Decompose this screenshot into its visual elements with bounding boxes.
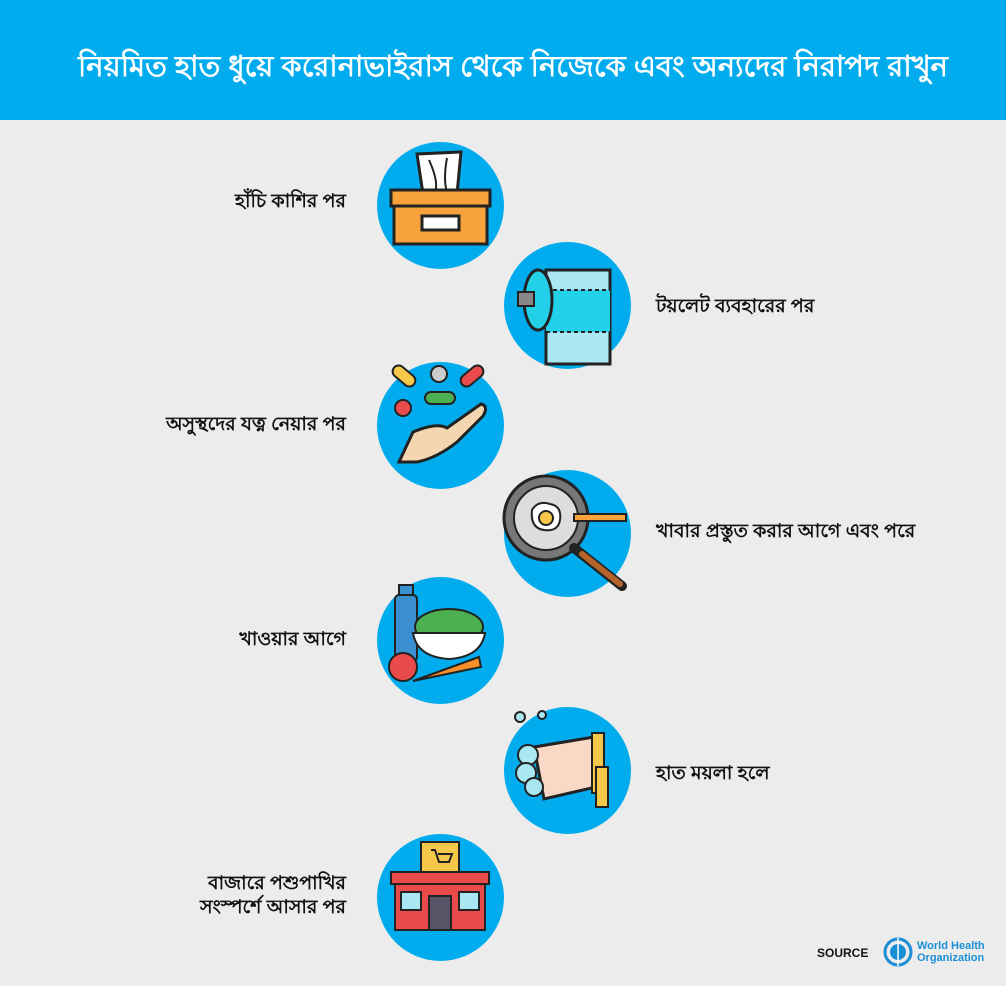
toilet-paper-circle	[504, 242, 631, 369]
medicine-hand-circle	[377, 362, 504, 489]
hand-washing-icon	[514, 710, 609, 808]
food-icon	[388, 584, 487, 682]
who-emblem-icon	[883, 937, 913, 967]
tissue-box-circle	[377, 142, 504, 269]
item-label-cooking: খাবার প্রস্তুত করার আগে এবং পরে	[656, 521, 916, 542]
market-icon	[390, 841, 490, 931]
item-label-toilet: টয়লেট ব্যবহারের পর	[656, 296, 815, 317]
food-circle	[377, 577, 504, 704]
tissue-box-icon	[389, 150, 492, 246]
market-circle	[377, 834, 504, 961]
frying-pan-icon	[502, 474, 627, 591]
item-label-market-line2: সংস্পর্শে আসার পর	[200, 897, 346, 918]
item-label-sneeze: হাঁচি কাশির পর	[234, 191, 346, 212]
who-name-line1: World Health	[917, 940, 985, 952]
toilet-paper-icon	[517, 268, 612, 366]
who-logo: World Health Organization	[882, 936, 985, 968]
hand-washing-circle	[504, 707, 631, 834]
item-label-dirty-hands: হাত ময়লা হলে	[656, 763, 770, 784]
medicine-hand-icon	[391, 364, 488, 464]
who-name-line2: Organization	[917, 952, 985, 964]
item-label-care: অসুস্থদের যত্ন নেয়ার পর	[166, 414, 346, 435]
frying-pan-circle	[502, 470, 631, 597]
item-label-market-line1: বাজারে পশুপাখির	[208, 873, 346, 894]
page-title: নিয়মিত হাত ধুয়ে করোনাভাইরাস থেকে নিজেক…	[78, 51, 948, 83]
source-label: SOURCE	[817, 946, 869, 960]
item-label-eating: খাওয়ার আগে	[239, 629, 346, 650]
item-label-market: বাজারে পশুপাখির সংস্পর্শে আসার পর	[200, 872, 346, 920]
header-banner: নিয়মিত হাত ধুয়ে করোনাভাইরাস থেকে নিজেক…	[0, 0, 1006, 120]
